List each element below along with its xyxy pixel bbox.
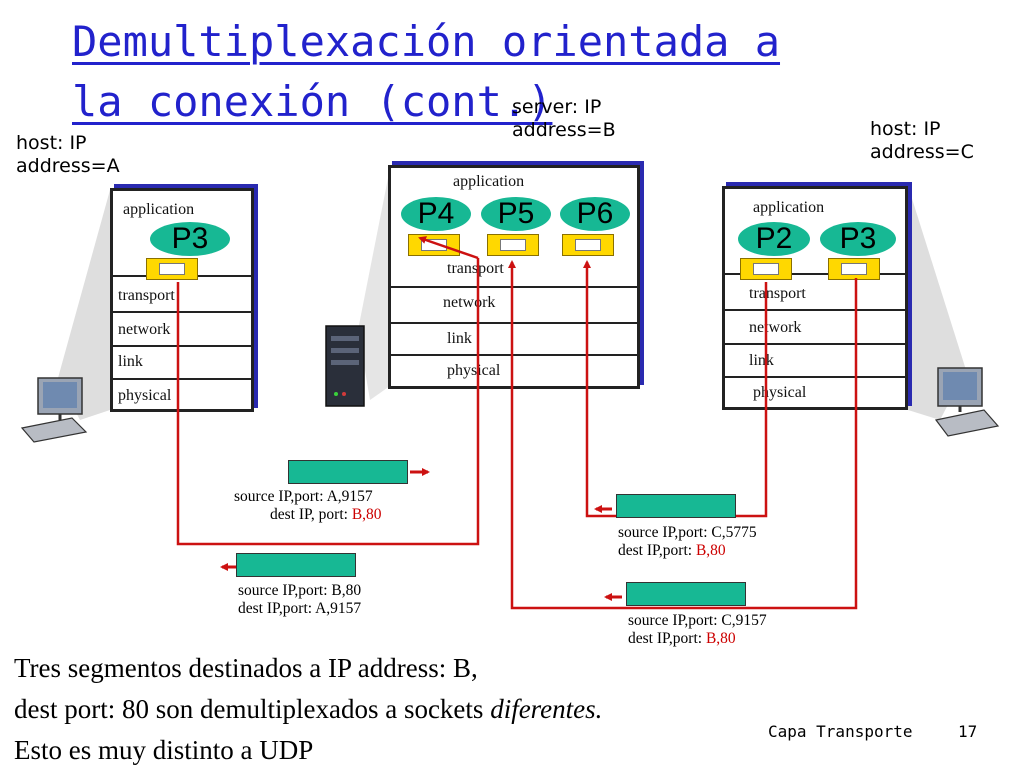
caption-line-1: Tres segmentos destinados a IP address: … <box>14 653 478 683</box>
slide-title: Demultiplexación orientada a la conexión… <box>72 17 781 126</box>
server-b-label: server: IP address=B <box>512 96 616 142</box>
host-c-physical-layer <box>725 376 905 378</box>
segment-1-dest-value: B,80 <box>351 506 382 523</box>
host-c-link-layer <box>725 343 905 345</box>
host-a-network-layer <box>113 311 251 313</box>
segment-4-source-label: source IP,port: <box>628 612 718 629</box>
server-b-transport-label: transport <box>447 260 504 277</box>
host-c-transport-label: transport <box>749 285 806 302</box>
process-a-p3: P3 <box>150 222 230 256</box>
host-a-label-line1: host: IP <box>16 132 87 154</box>
caption-line-2: dest port: 80 son demultiplexados a sock… <box>14 689 602 730</box>
server-b-application-label: application <box>453 173 525 190</box>
caption-line-2-text: dest port: 80 son demultiplexados a sock… <box>14 694 491 724</box>
segment-2-dest-label: dest IP,port: <box>238 600 313 617</box>
segment-2-text: source IP,port: B,80 dest IP,port: A,915… <box>238 582 361 618</box>
socket-server-p5 <box>487 234 539 256</box>
caption-line-2-emphasis: diferentes. <box>490 694 603 724</box>
segment-1-source-label: source IP,port: <box>234 488 324 505</box>
host-c-label-line2: address=C <box>870 141 974 163</box>
host-a-label-line2: address=A <box>16 155 120 177</box>
process-b-p4: P4 <box>401 197 471 231</box>
host-c-network-layer <box>725 309 905 311</box>
caption-line-3: Esto es muy distinto a UDP <box>14 735 314 765</box>
path-c-p2-to-p6 <box>583 260 768 518</box>
server-b-physical-label: physical <box>447 362 501 379</box>
server-icon <box>325 325 365 407</box>
segment-1-dest-label: dest IP, port: <box>270 506 348 523</box>
host-a-beam <box>58 190 110 420</box>
host-c-link-label: link <box>749 352 774 369</box>
host-c-application-label: application <box>753 199 825 216</box>
segment-3-source-label: source IP,port: <box>618 524 708 541</box>
host-a-transport-label: transport <box>118 287 175 304</box>
segment-1-text: source IP,port: A,9157 dest IP, port: B,… <box>234 488 382 524</box>
process-c-p3: P3 <box>820 222 896 256</box>
process-b-p6: P6 <box>560 197 630 231</box>
server-b-link-label: link <box>447 330 472 347</box>
socket-server-p4 <box>408 234 460 256</box>
segment-3-text: source IP,port: C,5775 dest IP,port: B,8… <box>618 524 757 560</box>
server-beam <box>358 168 390 400</box>
server-b-label-line1: server: IP <box>512 96 602 118</box>
server-b-network-label: network <box>443 294 496 311</box>
host-a-link-layer <box>113 345 251 347</box>
host-a-link-label: link <box>118 353 143 370</box>
segment-1-packet <box>288 460 408 484</box>
segment-4-source-value: C,9157 <box>721 612 767 629</box>
segment-4-dest-label: dest IP,port: <box>628 630 703 647</box>
slide-caption: Tres segmentos destinados a IP address: … <box>14 648 602 771</box>
segment-2-packet <box>236 553 356 577</box>
segment-4-text: source IP,port: C,9157 dest IP,port: B,8… <box>628 612 767 648</box>
host-a-physical-label: physical <box>118 387 172 404</box>
segment-3-dest-label: dest IP,port: <box>618 542 693 559</box>
path-a-to-p4-arrow <box>418 236 479 260</box>
host-a-label: host: IP address=A <box>16 132 120 178</box>
segment-3-packet <box>616 494 736 518</box>
host-c-beam <box>908 186 966 420</box>
computer-icon-host-c <box>934 367 1000 437</box>
socket-host-c-p2 <box>740 258 792 280</box>
footer-page-number: 17 <box>958 722 978 741</box>
host-a-network-label: network <box>118 321 171 338</box>
server-b-label-line2: address=B <box>512 119 616 141</box>
socket-host-c-p3 <box>828 258 880 280</box>
socket-host-a <box>146 258 198 280</box>
host-a-application-label: application <box>123 201 195 218</box>
server-b-physical-layer <box>391 354 637 356</box>
segment-3-source-value: C,5775 <box>711 524 757 541</box>
server-b-link-layer <box>391 322 637 324</box>
segment-3-dest-value: B,80 <box>695 542 726 559</box>
computer-icon-host-a <box>20 377 88 443</box>
host-c-label-line1: host: IP <box>870 118 941 140</box>
segment-2-dest-value: A,9157 <box>315 600 362 617</box>
host-c-transport-layer <box>725 273 905 275</box>
process-c-p2: P2 <box>738 222 810 256</box>
process-b-p5: P5 <box>481 197 551 231</box>
path-a-to-p4 <box>176 258 480 546</box>
segment-4-packet <box>626 582 746 606</box>
server-b-network-layer <box>391 286 637 288</box>
footer-section: Capa Transporte <box>768 722 913 741</box>
host-c-label: host: IP address=C <box>870 118 974 164</box>
path-c-p3-to-p5 <box>508 260 858 610</box>
segment-1-source-value: A,9157 <box>326 488 373 505</box>
segment-2-source-value: B,80 <box>331 582 362 599</box>
socket-server-p6 <box>562 234 614 256</box>
host-a-physical-layer <box>113 378 251 380</box>
segment-2-source-label: source IP,port: <box>238 582 328 599</box>
host-c-network-label: network <box>749 319 802 336</box>
segment-4-dest-value: B,80 <box>705 630 736 647</box>
